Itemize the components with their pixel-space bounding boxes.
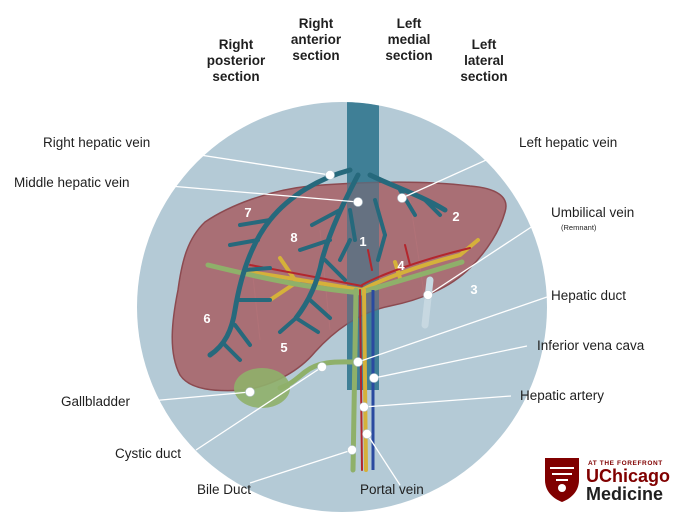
svg-text:Right: Right [299, 16, 334, 31]
label-right-hepatic-vein: Right hepatic vein [43, 135, 150, 150]
leader-lines [147, 146, 548, 486]
hepatic-artery-main [359, 289, 363, 471]
svg-text:Left: Left [472, 37, 497, 52]
portal-triad-branches [205, 238, 480, 302]
segment-5: 5 [280, 340, 287, 355]
portal-vein-main [362, 288, 368, 472]
label-inferior-vena-cava: Inferior vena cava [537, 338, 645, 353]
leader-dots [245, 170, 433, 455]
segment-8: 8 [290, 230, 297, 245]
umbilical-vein [421, 276, 434, 329]
label-hepatic-duct: Hepatic duct [551, 288, 626, 303]
svg-text:section: section [292, 48, 339, 63]
gallbladder [234, 368, 290, 408]
svg-text:section: section [460, 69, 507, 84]
label-gallbladder: Gallbladder [61, 394, 131, 409]
label-hepatic-artery: Hepatic artery [520, 388, 604, 403]
label-bile-duct: Bile Duct [197, 482, 251, 497]
bile-duct-main [350, 287, 359, 473]
hepatic-veins [207, 167, 448, 362]
segment-1: 1 [359, 234, 366, 249]
svg-text:Right: Right [219, 37, 254, 52]
svg-text:Left: Left [397, 16, 422, 31]
section-label-right-anterior: Right anterior section [291, 16, 342, 63]
segment-3: 3 [470, 282, 477, 297]
label-middle-hepatic-vein: Middle hepatic vein [14, 175, 130, 190]
label-cystic-duct: Cystic duct [115, 446, 181, 461]
svg-text:anterior: anterior [291, 32, 342, 47]
svg-text:section: section [212, 69, 259, 84]
svg-text:AT THE FOREFRONT: AT THE FOREFRONT [588, 460, 663, 467]
segment-4: 4 [397, 258, 405, 273]
svg-text:section: section [385, 48, 432, 63]
svg-text:lateral: lateral [464, 53, 504, 68]
segment-6: 6 [203, 311, 210, 326]
svg-text:posterior: posterior [207, 53, 266, 68]
label-umbilical-vein: Umbilical vein [551, 205, 634, 220]
section-label-left-lateral: Left lateral section [460, 37, 507, 84]
svg-text:medial: medial [388, 32, 431, 47]
label-left-hepatic-vein: Left hepatic vein [519, 135, 617, 150]
svg-text:Medicine: Medicine [586, 484, 663, 504]
segment-2: 2 [452, 209, 459, 224]
section-label-right-posterior: Right posterior section [207, 37, 266, 84]
segment-7: 7 [244, 205, 251, 220]
section-label-left-medial: Left medial section [385, 16, 432, 63]
uchicago-medicine-logo: AT THE FOREFRONT UChicago Medicine [545, 458, 670, 504]
svg-text:UChicago: UChicago [586, 466, 670, 486]
label-umbilical-vein-remnant: (Remnant) [561, 223, 597, 232]
label-portal-vein: Portal vein [360, 482, 424, 497]
